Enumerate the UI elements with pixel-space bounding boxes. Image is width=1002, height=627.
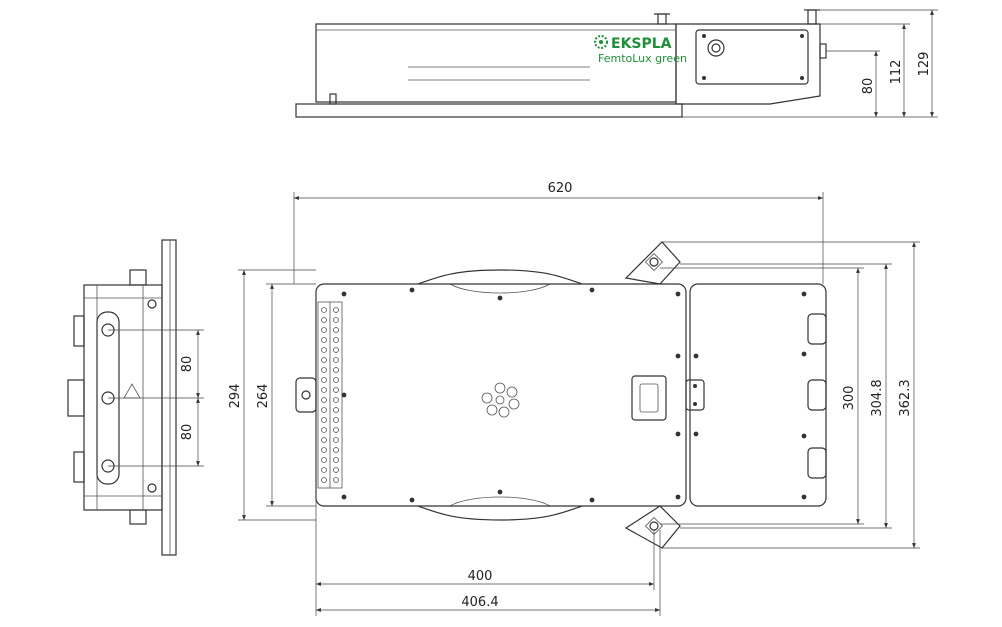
dim-294: 294 bbox=[228, 384, 243, 409]
dim-400: 400 bbox=[468, 569, 493, 584]
left-clamp bbox=[295, 377, 317, 413]
connector-panel bbox=[695, 29, 809, 85]
ekspla-logo: EKSPLA FemtoLux green bbox=[594, 35, 687, 65]
model-name: FemtoLux green bbox=[598, 52, 687, 65]
front-view-dimensions: 80 112 129 bbox=[682, 9, 938, 118]
brand-name: EKSPLA bbox=[611, 36, 672, 52]
side-view-dimensions: 80 80 bbox=[108, 329, 204, 467]
electronics-plate bbox=[689, 283, 827, 507]
dim-80-lower: 80 bbox=[180, 424, 195, 441]
center-latch bbox=[631, 375, 667, 421]
main-plate bbox=[315, 283, 687, 507]
dim-112: 112 bbox=[889, 60, 904, 85]
dim-264: 264 bbox=[256, 384, 271, 409]
mount-bracket-top bbox=[624, 241, 681, 285]
connector-icon bbox=[707, 39, 725, 57]
dim-300: 300 bbox=[842, 386, 857, 411]
flower-logo-icon bbox=[594, 35, 608, 49]
plate-connector bbox=[807, 313, 827, 345]
side-connector bbox=[67, 379, 85, 417]
dim-406-4: 406.4 bbox=[461, 595, 498, 610]
side-view bbox=[67, 239, 177, 556]
mount-bracket-bottom bbox=[624, 505, 681, 549]
handle-top bbox=[417, 269, 583, 285]
vent-grille bbox=[317, 301, 343, 489]
dim-129: 129 bbox=[917, 52, 932, 77]
handle-bottom bbox=[417, 505, 583, 521]
plan-view-dimensions: 620 294 264 300 304.8 362.3 400 406.4 bbox=[228, 181, 920, 616]
plate-connector bbox=[807, 447, 827, 479]
aperture-rosette-icon bbox=[481, 382, 520, 418]
front-view: EKSPLA FemtoLux green bbox=[295, 9, 827, 118]
base-plate-front bbox=[295, 103, 683, 118]
plate-connector bbox=[807, 379, 827, 411]
side-body bbox=[83, 284, 163, 511]
dim-304-8: 304.8 bbox=[870, 379, 885, 416]
electronics-module-front bbox=[675, 23, 821, 105]
dim-362-3: 362.3 bbox=[898, 379, 913, 416]
dim-80-front: 80 bbox=[861, 78, 876, 95]
side-base-plate bbox=[161, 239, 177, 556]
dim-620: 620 bbox=[548, 181, 573, 196]
plan-view bbox=[295, 241, 827, 549]
dim-80-upper: 80 bbox=[180, 356, 195, 373]
